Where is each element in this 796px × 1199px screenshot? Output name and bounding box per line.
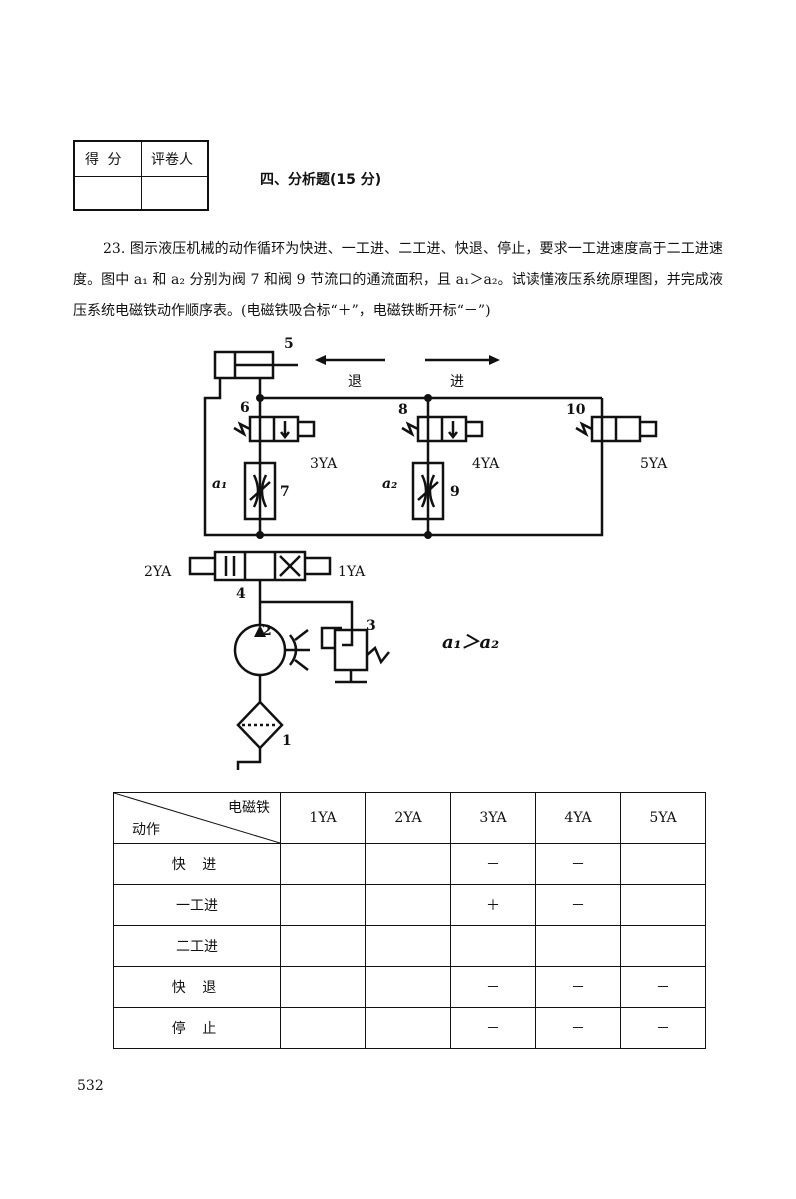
score-box-divider-v bbox=[141, 142, 142, 209]
label-a2: a₂ bbox=[382, 476, 397, 492]
label-6: 6 bbox=[240, 400, 250, 416]
branch-line-10 bbox=[428, 398, 604, 537]
header-solenoid: 电磁铁 bbox=[228, 800, 270, 816]
header-action: 动作 bbox=[132, 822, 160, 838]
label-1ya: 1YA bbox=[338, 564, 366, 580]
table-cell[interactable] bbox=[280, 1007, 366, 1049]
label-3ya: 3YA bbox=[310, 456, 338, 472]
table-cell[interactable] bbox=[365, 884, 451, 926]
table-cell[interactable]: － bbox=[450, 1007, 536, 1049]
label-4: 4 bbox=[236, 586, 246, 602]
table-cell[interactable] bbox=[365, 1007, 451, 1049]
label-a1: a₁ bbox=[212, 476, 227, 492]
table-cell[interactable]: － bbox=[450, 843, 536, 885]
label-9: 9 bbox=[450, 484, 460, 500]
column-header: 1YA bbox=[280, 792, 366, 844]
table-cell[interactable] bbox=[450, 925, 536, 967]
question-text: 23. 图示液压机械的动作循环为快进、一工进、二工进、快退、停止，要求一工进速度… bbox=[73, 241, 723, 319]
table-cell[interactable]: ＋ bbox=[450, 884, 536, 926]
label-7: 7 bbox=[280, 484, 290, 500]
table-cell[interactable] bbox=[365, 843, 451, 885]
question-text-block: 23. 图示液压机械的动作循环为快进、一工进、二工进、快退、停止，要求一工进速度… bbox=[73, 234, 723, 327]
column-header: 5YA bbox=[620, 792, 706, 844]
table-cell[interactable] bbox=[535, 925, 621, 967]
row-action-label: 快 退 bbox=[113, 966, 281, 1008]
table-row: 二工进 bbox=[113, 925, 706, 967]
row-action-label: 一工进 bbox=[113, 884, 281, 926]
column-header: 3YA bbox=[450, 792, 536, 844]
table-cell[interactable] bbox=[365, 925, 451, 967]
table-cell[interactable] bbox=[365, 966, 451, 1008]
row-action-label: 二工进 bbox=[113, 925, 281, 967]
label-2ya: 2YA bbox=[144, 564, 172, 580]
table-cell[interactable]: － bbox=[535, 843, 621, 885]
table-header-row: 电磁铁 动作 1YA 2YA 3YA 4YA 5YA bbox=[113, 792, 706, 844]
solenoid-action-table: 电磁铁 动作 1YA 2YA 3YA 4YA 5YA 快 进 － － 一工进 ＋… bbox=[113, 792, 706, 1049]
label-retreat: 退 bbox=[348, 374, 362, 390]
table-cell[interactable]: － bbox=[620, 966, 706, 1008]
table-cell[interactable] bbox=[280, 884, 366, 926]
table-row: 停 止 － － － bbox=[113, 1007, 706, 1049]
column-header: 2YA bbox=[365, 792, 451, 844]
table-row: 一工进 ＋ － bbox=[113, 884, 706, 926]
table-cell[interactable]: － bbox=[535, 966, 621, 1008]
label-10: 10 bbox=[566, 402, 586, 418]
page-number: 532 bbox=[77, 1078, 104, 1094]
throttle-valve-9 bbox=[411, 461, 445, 521]
solenoid-2ya bbox=[188, 556, 215, 576]
label-2: 2 bbox=[262, 623, 272, 639]
table-cell[interactable] bbox=[280, 925, 366, 967]
row-action-label: 快 进 bbox=[113, 843, 281, 885]
table-cell[interactable]: － bbox=[450, 966, 536, 1008]
rod-side-line bbox=[203, 378, 260, 537]
row-action-label: 停 止 bbox=[113, 1007, 281, 1049]
corner-diagonal bbox=[114, 793, 280, 843]
score-box: 得 分 评卷人 bbox=[73, 140, 209, 211]
label-advance: 进 bbox=[450, 374, 464, 390]
table-cell[interactable]: － bbox=[535, 884, 621, 926]
table-cell[interactable] bbox=[620, 925, 706, 967]
label-4ya: 4YA bbox=[472, 456, 500, 472]
table-corner-cell: 电磁铁 动作 bbox=[113, 792, 281, 844]
label-3: 3 bbox=[366, 618, 376, 634]
label-5ya: 5YA bbox=[640, 456, 668, 472]
table-row: 快 退 － － － bbox=[113, 966, 706, 1008]
table-cell[interactable] bbox=[620, 884, 706, 926]
solenoid-1ya bbox=[305, 556, 332, 576]
table-cell[interactable] bbox=[280, 966, 366, 1008]
table-cell[interactable]: － bbox=[620, 1007, 706, 1049]
throttle-valve-7 bbox=[243, 461, 277, 521]
table-cell[interactable] bbox=[280, 843, 366, 885]
table-cell[interactable] bbox=[620, 843, 706, 885]
section-title: 四、分析题(15 分) bbox=[260, 172, 382, 188]
label-8: 8 bbox=[398, 402, 408, 418]
grader-label: 评卷人 bbox=[151, 152, 193, 168]
score-label: 得 分 bbox=[85, 152, 124, 168]
table-cell[interactable]: － bbox=[535, 1007, 621, 1049]
label-5: 5 bbox=[284, 336, 294, 352]
relief-line bbox=[260, 600, 354, 647]
label-1: 1 bbox=[282, 733, 292, 749]
hydraulic-circuit-diagram: 5 退 进 6 8 10 3YA 4YA 5YA a₁ a₂ 7 9 2YA 1… bbox=[144, 336, 668, 770]
table-row: 快 进 － － bbox=[113, 843, 706, 885]
label-relation: a₁＞a₂ bbox=[442, 632, 499, 653]
column-header: 4YA bbox=[535, 792, 621, 844]
